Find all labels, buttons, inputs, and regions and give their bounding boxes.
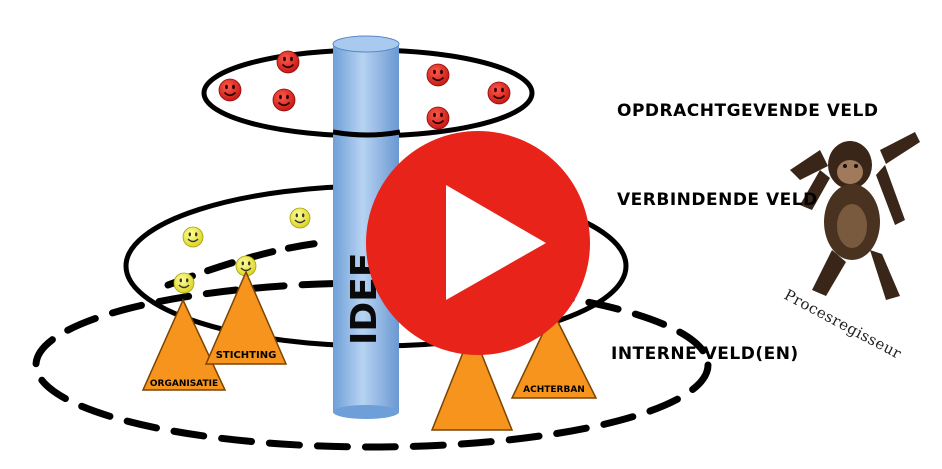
triangle-achterban-label: ACHTERBAN — [523, 385, 585, 395]
yellow-smiley-icon — [289, 207, 311, 229]
triangle-stichting-label: STICHTING — [216, 350, 277, 361]
monkey-procesregisseur-image — [790, 132, 920, 300]
red-smiley-icon — [487, 81, 511, 105]
red-smiley-icon — [272, 88, 296, 112]
red-smiley-icon — [426, 106, 450, 130]
triangle-stichting: STICHTING — [204, 270, 288, 365]
opdrachtgevend-ellipse-front — [332, 129, 401, 138]
triangle-organisatie-label: ORGANISATIE — [150, 379, 218, 389]
yellow-smiley-icon — [173, 272, 195, 294]
yellow-smiley-icon — [182, 226, 204, 248]
red-smiley-icon — [218, 78, 242, 102]
play-icon[interactable] — [446, 185, 546, 300]
triangle-organisatie: ORGANISATIE — [141, 298, 227, 391]
red-smiley-icon — [276, 50, 300, 74]
red-smiley-icon — [426, 63, 450, 87]
play-button[interactable] — [366, 131, 590, 355]
field-label-opdrachtgevend: OPDRACHTGEVENDE VELD — [617, 101, 879, 121]
field-label-intern: INTERNE VELD(EN) — [611, 344, 799, 364]
triangle-unlabeled — [430, 327, 514, 431]
idee-pillar: IDEE — [332, 35, 400, 419]
field-label-verbindend: VERBINDENDE VELD — [617, 190, 818, 210]
triangle-achterban: ACHTERBAN — [510, 310, 598, 399]
